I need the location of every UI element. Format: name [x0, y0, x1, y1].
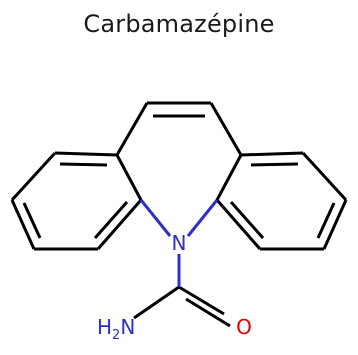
inner-bond	[22, 202, 42, 239]
bonds-nitrogen	[139, 199, 219, 287]
amine-label: H2N	[97, 315, 135, 343]
bond	[215, 199, 262, 250]
bond	[96, 199, 143, 250]
bond	[322, 199, 348, 250]
amine-subscript: 2	[112, 328, 120, 343]
bond	[139, 199, 172, 237]
bond	[215, 154, 243, 201]
bond	[133, 285, 180, 320]
inner-bond	[59, 162, 108, 167]
bond	[54, 151, 118, 157]
bond	[209, 102, 243, 156]
inner-bond	[316, 202, 336, 239]
nitrogen-label: N	[172, 231, 187, 255]
inner-bond	[93, 201, 129, 239]
bond	[115, 102, 149, 156]
inner-bond	[229, 201, 265, 239]
bond	[178, 285, 225, 316]
bond	[185, 297, 231, 328]
oxygen-label: O	[236, 315, 252, 339]
inner-bond	[250, 162, 299, 167]
amine-nitrogen: N	[120, 315, 135, 339]
bond	[10, 199, 36, 250]
bond	[301, 151, 348, 202]
bond	[240, 151, 304, 157]
bond	[115, 154, 143, 201]
bond	[186, 199, 219, 237]
bonds-black	[10, 101, 348, 328]
amine-hydrogen: H	[97, 315, 112, 339]
molecule-name: Carbamazépine	[83, 10, 275, 38]
bond	[10, 151, 57, 202]
